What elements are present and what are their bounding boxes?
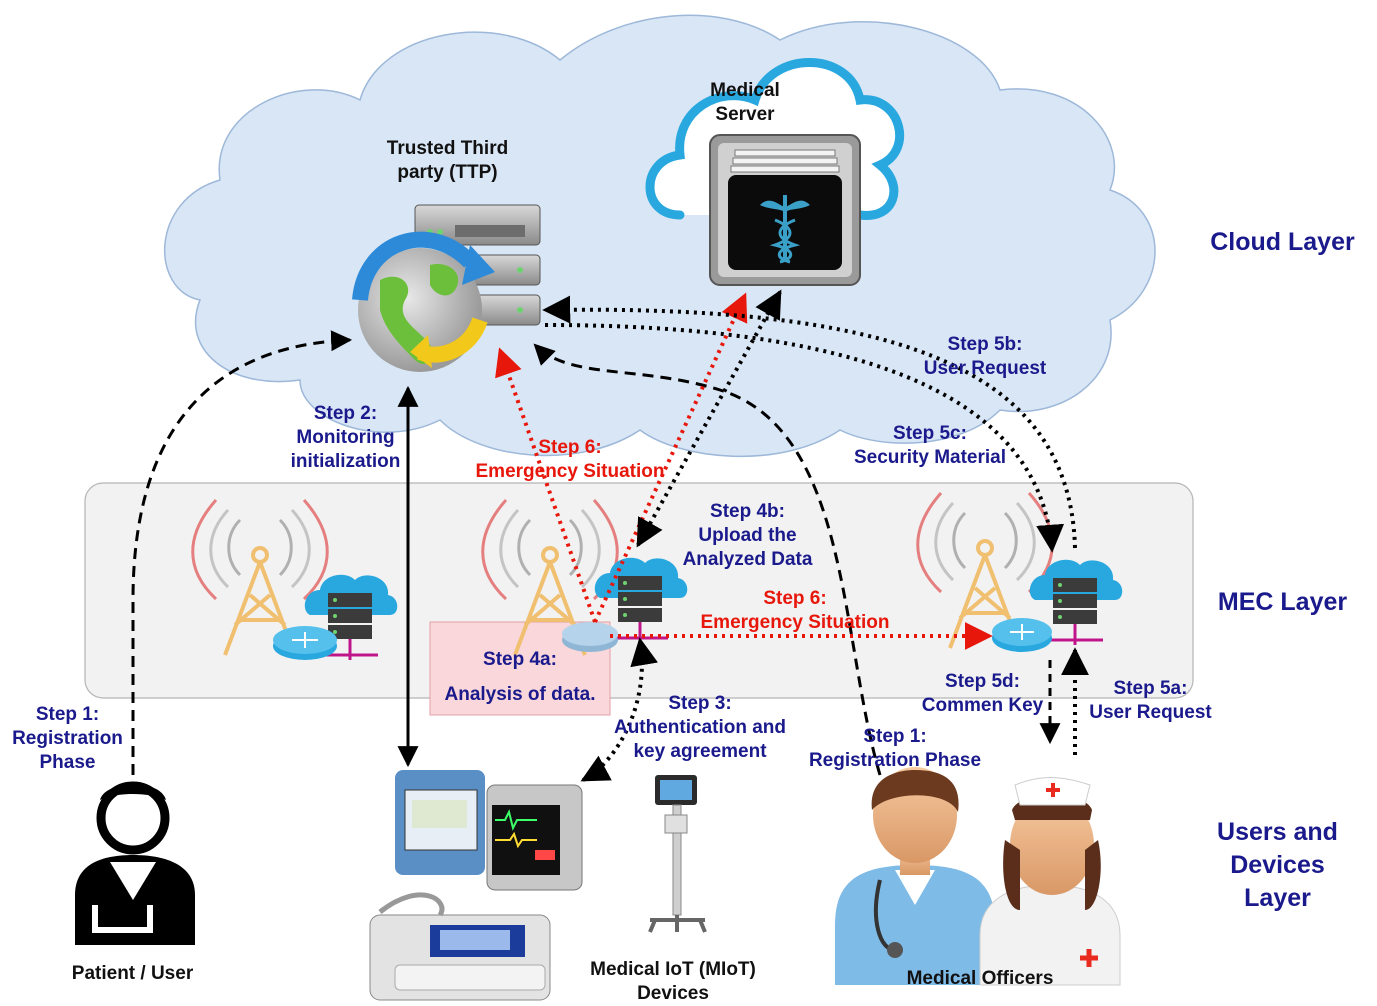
officers-label: Medical Officers	[906, 968, 1054, 989]
step4b-line1: Step 4b:	[710, 501, 785, 522]
nurse-icon	[979, 777, 1121, 986]
patient-icon	[75, 781, 195, 945]
step5c-line1: Step 5c:	[893, 423, 967, 444]
router-icon	[992, 618, 1052, 652]
router-icon	[273, 626, 337, 660]
arrow-step3-auth	[580, 637, 658, 782]
step5a-line1: Step 5a:	[1113, 678, 1188, 699]
ttp-label-line2: party (TTP)	[397, 162, 498, 183]
globe-server-icon	[352, 204, 541, 372]
ttp-label-line1: Trusted Third	[386, 138, 509, 159]
miot-label-line1: Medical IoT (MIoT)	[590, 959, 756, 980]
arrow-step1-patient	[131, 330, 353, 775]
step6-mid-line2: Emergency Situation	[700, 612, 890, 633]
step5d-label: Step 5d: Commen Key	[910, 670, 1055, 718]
step1-patient-label: Step 1: Registration Phase	[0, 703, 135, 775]
users-layer-label-line3: Layer	[1244, 884, 1311, 912]
step5a-label: Step 5a: User Request	[1078, 677, 1223, 725]
step6-mid-line1: Step 6:	[763, 588, 827, 609]
arrow-step5b-request	[542, 295, 1077, 549]
step4a-label: Step 4a: Analysis of data.	[432, 642, 608, 712]
miot-label-line2: Devices	[637, 983, 709, 1004]
cell-tower-icon	[481, 499, 619, 656]
miot-label: Medical IoT (MIoT) Devices	[578, 958, 768, 1006]
step6-top-label: Step 6: Emergency Situation	[465, 436, 675, 484]
monitor-device-icon	[395, 770, 583, 891]
step5c-line2: Security Material	[853, 447, 1007, 468]
users-layer-label-line2: Devices	[1230, 851, 1325, 879]
step5d-line1: Step 5d:	[945, 671, 1020, 692]
arrow-step5c-material	[544, 323, 1065, 553]
edge-server-icon	[1029, 559, 1123, 645]
vitals-cart-icon	[648, 775, 707, 933]
step3-line2: Authentication and	[613, 717, 787, 738]
medical-server-label-line1: Medical	[710, 80, 780, 101]
step4a-line1: Step 4a:	[483, 649, 557, 670]
cloud-layer-label: Cloud Layer	[1210, 228, 1355, 256]
infusion-pump-icon	[369, 892, 551, 1001]
medical-server-label-line2: Server	[715, 104, 775, 125]
step6-top-line2: Emergency Situation	[475, 461, 665, 482]
step3-label: Step 3: Authentication and key agreement	[600, 692, 800, 764]
step5c-label: Step 5c: Security Material	[840, 422, 1020, 470]
step1-officer-line1: Step 1:	[863, 726, 927, 747]
step3-line3: key agreement	[633, 741, 767, 762]
mec-layer-label: MEC Layer	[1217, 588, 1348, 616]
step2-line1: Step 2:	[313, 403, 378, 424]
step1-patient-line1: Step 1:	[35, 704, 100, 725]
edge-server-icon	[304, 574, 398, 660]
step1-patient-line2: Registration	[12, 728, 123, 749]
step4b-label: Step 4b: Upload the Analyzed Data	[670, 500, 825, 572]
step6-top-line1: Step 6:	[538, 437, 602, 458]
patient-label: Patient / User	[71, 963, 194, 984]
step2-line3: initialization	[290, 451, 401, 472]
step1-officer-label: Step 1: Registration Phase	[800, 725, 990, 773]
medical-server-label: Medical Server	[690, 79, 800, 127]
step5b-line1: Step 5b:	[947, 334, 1023, 355]
step1-patient-line3: Phase	[39, 752, 96, 773]
step5b-line2: User Request	[923, 358, 1047, 379]
medical-server-icon	[645, 58, 905, 286]
cloud-layer-shape	[163, 14, 1156, 458]
users-layer-label: Users and Devices Layer	[1190, 816, 1365, 915]
step2-line2: Monitoring	[296, 427, 395, 448]
step3-line1: Step 3:	[668, 693, 732, 714]
arrow-step4b-upload	[636, 289, 782, 548]
step6-mid-label: Step 6: Emergency Situation	[690, 587, 900, 635]
step5b-label: Step 5b: User Request	[910, 333, 1060, 381]
users-layer-label-line1: Users and	[1217, 818, 1338, 846]
arrow-step6-to-ttp	[495, 347, 597, 623]
step4b-line2: Upload the	[698, 525, 797, 546]
doctor-icon	[835, 767, 995, 985]
ttp-label: Trusted Third party (TTP)	[370, 137, 525, 185]
step4b-line3: Analyzed Data	[682, 549, 813, 570]
step1-officer-line2: Registration Phase	[808, 750, 982, 771]
step5a-line2: User Request	[1089, 702, 1212, 723]
cell-tower-icon	[191, 499, 329, 656]
step4a-line2: Analysis of data.	[444, 684, 596, 705]
step2-label: Step 2: Monitoring initialization	[278, 402, 413, 474]
step5d-line2: Commen Key	[921, 695, 1044, 716]
